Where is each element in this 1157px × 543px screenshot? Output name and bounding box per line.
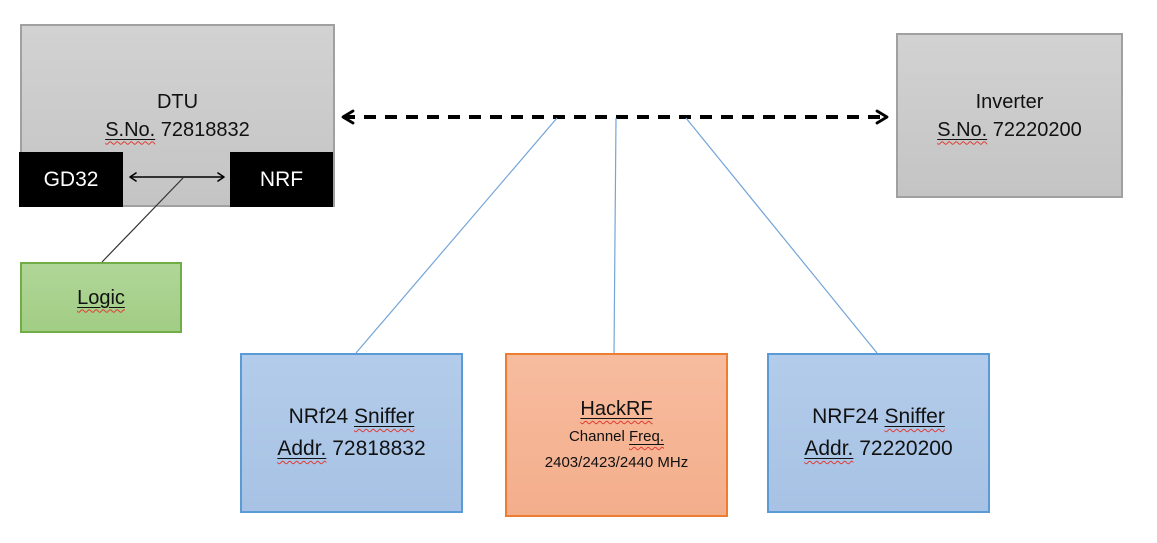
sniffer2-addr-label-text: Addr. <box>804 437 854 460</box>
sniffer1-addr-number: 72818832 <box>332 437 426 460</box>
nrf-label: NRF <box>259 167 304 191</box>
hackrf-channel-label: Channel <box>568 428 625 445</box>
sniffer1-model-word: Sniffer <box>354 405 414 428</box>
nrf24-sniffer-1-box: NRf24 Sniffer Addr. 72818832 <box>240 353 463 513</box>
logic-box: Logic <box>20 262 182 333</box>
link-to-sniffer2-line <box>685 117 878 354</box>
hackrf-freq-label: Freq. <box>629 428 664 445</box>
sniffer2-model: NRF24 <box>812 405 879 428</box>
sniffer1-model: NRf24 <box>288 405 349 428</box>
inverter-serial-number: 72220200 <box>992 118 1082 141</box>
sniffer1-addr-line: Addr. 72818832 <box>277 433 425 465</box>
gd32-box: GD32 <box>19 152 123 207</box>
nrf24-sniffer-2-box: NRF24 Sniffer Addr. 72220200 <box>767 353 990 513</box>
logic-label-line: Logic <box>77 284 125 312</box>
inverter-title: Inverter <box>975 90 1044 113</box>
sniffer2-addr-number: 72220200 <box>859 437 953 460</box>
dtu-serial-line: S.No. 72818832 <box>105 116 250 144</box>
dtu-serial-label-text: S.No. <box>105 118 156 141</box>
gd32-label: GD32 <box>43 167 99 191</box>
dtu-serial-number: 72818832 <box>160 118 250 141</box>
sniffer2-addr-label: Addr. <box>804 437 853 460</box>
sniffer1-title-line: NRf24 Sniffer <box>289 401 415 433</box>
link-to-hackrf-line <box>613 117 617 354</box>
dtu-serial-label: S.No. <box>105 119 155 141</box>
hackrf-channel-line: Channel Freq. <box>569 424 664 450</box>
inverter-serial-label: S.No. <box>937 119 987 141</box>
hackrf-title-text: HackRF <box>580 398 653 420</box>
sniffer2-title-line: NRF24 Sniffer <box>812 401 945 433</box>
sniffer1-addr-label-text: Addr. <box>277 437 327 460</box>
hackrf-freq-label-text: Freq. <box>629 428 665 445</box>
logic-label-text: Logic <box>77 286 125 309</box>
inverter-box: Inverter S.No. 72220200 <box>896 33 1123 198</box>
sniffer1-addr-label: Addr. <box>277 437 326 460</box>
inverter-serial-label-text: S.No. <box>937 118 988 141</box>
sniffer2-model-word: Sniffer <box>885 405 945 428</box>
hackrf-box: HackRF Channel Freq. 2403/2423/2440 MHz <box>505 353 728 517</box>
hackrf-title: HackRF <box>580 398 652 420</box>
sniffer1-model-word-text: Sniffer <box>354 405 415 428</box>
hackrf-title-line: HackRF <box>580 394 652 424</box>
inverter-serial-line: S.No. 72220200 <box>937 116 1082 144</box>
sniffer2-addr-line: Addr. 72220200 <box>804 433 952 465</box>
nrf-box: NRF <box>230 152 333 207</box>
hackrf-frequencies: 2403/2423/2440 MHz <box>544 454 689 471</box>
link-to-sniffer1-line <box>355 117 558 354</box>
sniffer2-model-word-text: Sniffer <box>884 405 945 428</box>
logic-label: Logic <box>77 287 125 309</box>
dtu-title: DTU <box>156 90 199 113</box>
